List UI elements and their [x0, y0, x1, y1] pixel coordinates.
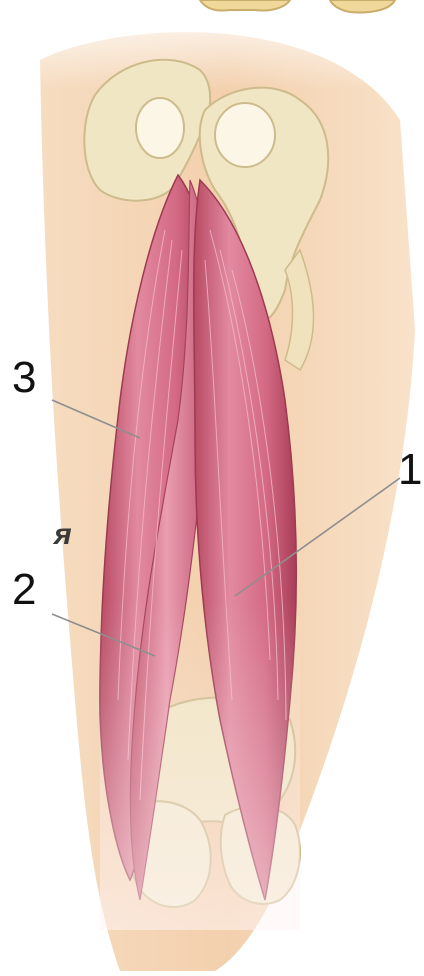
label-1: 1 [398, 448, 422, 492]
label-3: 3 [12, 356, 36, 400]
tendon-fade [100, 600, 300, 930]
left-glyph-fragment: я [54, 520, 72, 550]
label-2: 2 [12, 568, 36, 612]
